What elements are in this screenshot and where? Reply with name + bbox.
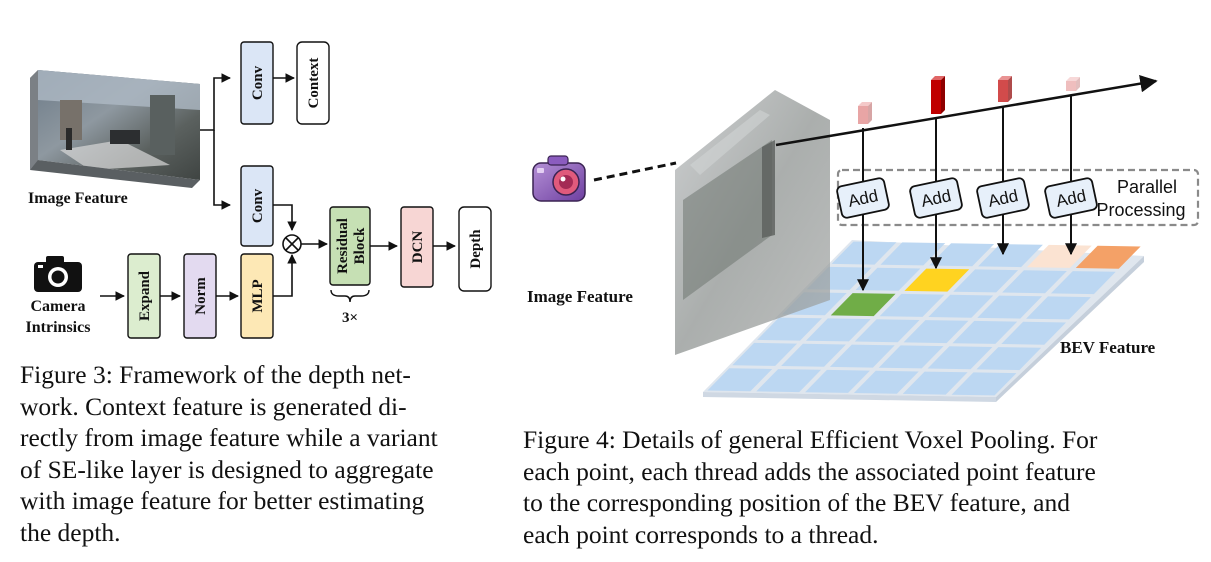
- bev-cell: [928, 294, 994, 318]
- bev-cell: [978, 244, 1043, 268]
- context-label: Context: [306, 58, 322, 109]
- bev-cell: [953, 269, 1019, 293]
- figure3-caption-line: work. Context feature is generated di-: [20, 391, 407, 421]
- residual-label-1: Residual: [335, 218, 351, 274]
- bev-grid: [703, 240, 1144, 402]
- figure3-caption-line: the depth.: [20, 517, 121, 547]
- image-feature-plane: [675, 90, 830, 355]
- figure4-diagram: Parallel Processing Add Add Add Add Image F…: [527, 74, 1200, 402]
- bev-cell: [853, 370, 919, 394]
- camera-icon: [34, 256, 82, 292]
- bev-cell: [756, 369, 822, 393]
- conv-mid-label: Conv: [250, 188, 266, 223]
- repeat-label: 3×: [342, 310, 358, 326]
- voxel-point: [931, 76, 945, 114]
- dcn-box: [400, 206, 434, 288]
- bev-cell: [903, 320, 969, 344]
- depth-label: Depth: [468, 229, 484, 269]
- multiply-operator: [282, 234, 302, 254]
- voxel-point: [1066, 77, 1080, 91]
- bev-cell: [977, 295, 1043, 319]
- context-box: [296, 41, 330, 125]
- camera-purple-icon: [532, 155, 586, 202]
- figure4-caption-line: Figure 4: Details of general Efficient V…: [523, 425, 1098, 454]
- add-box: Add: [836, 177, 890, 219]
- add-box: Add: [1044, 177, 1098, 219]
- bev-cell: [976, 347, 1042, 371]
- bev-cell: [878, 345, 944, 369]
- bev-cell: [1026, 296, 1091, 320]
- depth-box: [458, 206, 492, 292]
- image-feature-thumbnail: [30, 70, 200, 188]
- mlp-label: MLP: [250, 279, 266, 312]
- bev-cell: [927, 346, 993, 370]
- bev-cell: [781, 343, 846, 367]
- bev-cell: [880, 242, 946, 266]
- bev-cell: [855, 267, 921, 291]
- figure3-diagram: Image Feature Conv Context Conv C: [26, 41, 492, 339]
- bev-cell: [1001, 321, 1067, 345]
- parallel-label-2: Processing: [1096, 200, 1185, 220]
- dcn-label: DCN: [410, 231, 426, 264]
- bev-cell: [904, 268, 970, 292]
- bev-cell: [929, 243, 995, 267]
- bev-cell: [732, 342, 798, 366]
- bev-cell: [829, 344, 895, 368]
- add-box: Add: [976, 177, 1030, 219]
- figure3-caption-line: rectly from image feature while a varian…: [20, 423, 438, 452]
- bev-cell: [830, 293, 896, 317]
- add-box: Add: [909, 177, 963, 219]
- voxel-point: [858, 102, 872, 124]
- camera-ray: [775, 74, 1158, 147]
- figure3-caption: Figure 3: Framework of the depth net- wo…: [20, 359, 500, 548]
- bev-cell: [1050, 271, 1116, 295]
- camera-label-1: Camera: [30, 298, 85, 315]
- figure4-caption-line: to the corresponding position of the BEV…: [523, 488, 1070, 517]
- bev-cell: [757, 317, 822, 341]
- figure4-caption-line: each point corresponds to a thread.: [523, 519, 879, 549]
- bev-cell: [902, 371, 968, 395]
- image-feature-label-2: Image Feature: [527, 287, 633, 306]
- figure3-caption-line: of SE-like layer is designed to aggregat…: [20, 454, 434, 484]
- camera-ray-dashed: [593, 161, 677, 182]
- conv-top-box: [240, 41, 274, 125]
- bev-cell: [805, 318, 871, 342]
- image-feature-label: Image Feature: [28, 190, 128, 207]
- voxel-point: [998, 76, 1012, 102]
- bev-cell: [1002, 270, 1067, 294]
- repeat-brace: [330, 289, 370, 303]
- voxel-layer: Add Add Add Add: [836, 76, 1098, 292]
- bev-cell: [879, 293, 945, 317]
- residual-label-2: Block: [352, 227, 368, 264]
- bev-cell: [854, 319, 920, 343]
- bev-cell: [952, 320, 1018, 344]
- figure4-caption: Figure 4: Details of general Efficient V…: [523, 424, 1211, 550]
- bev-cell: [805, 369, 870, 393]
- bev-cell: [1075, 245, 1141, 269]
- norm-label: Norm: [193, 277, 209, 315]
- camera-label-2: Intrinsics: [26, 319, 91, 336]
- bev-cell: [951, 372, 1017, 396]
- parallel-label-1: Parallel: [1117, 177, 1177, 197]
- expand-label: Expand: [137, 270, 153, 321]
- figure3-caption-line: Figure 3: Framework of the depth net-: [20, 360, 411, 389]
- bev-cell: [707, 368, 773, 392]
- figure4-caption-line: each point, each thread adds the associa…: [523, 456, 1096, 486]
- bev-feature-label: BEV Feature: [1060, 338, 1156, 357]
- conv-top-label: Conv: [250, 65, 266, 100]
- conv-mid-box: [240, 165, 274, 247]
- figure3-caption-line: with image feature for better estimating: [20, 486, 425, 515]
